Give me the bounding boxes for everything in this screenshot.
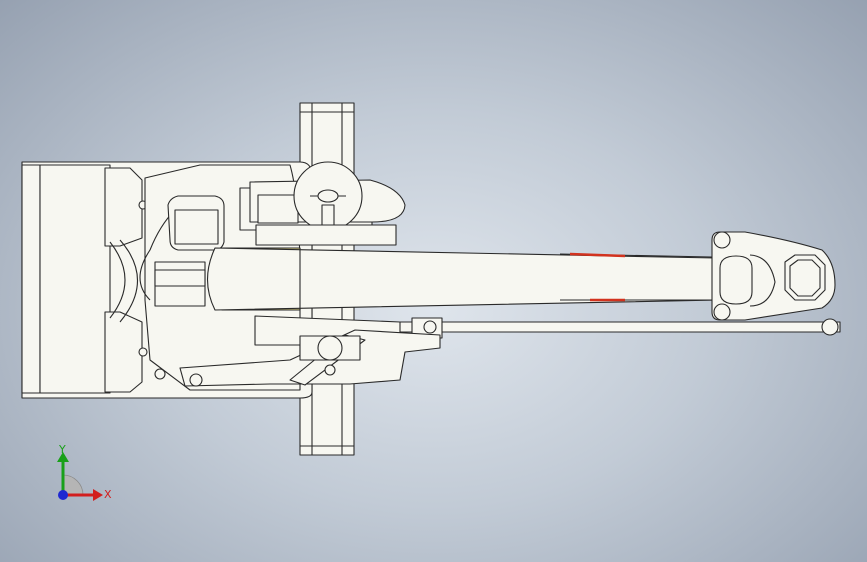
wrist-assembly bbox=[711, 231, 836, 321]
upper-arm bbox=[207, 247, 721, 311]
upper-joint bbox=[239, 161, 406, 246]
z-axis-dot bbox=[58, 490, 68, 500]
y-axis-arrowhead bbox=[57, 452, 69, 462]
x-axis-arrowhead bbox=[93, 489, 103, 501]
coordinate-triad bbox=[57, 452, 103, 501]
lower-joint bbox=[179, 315, 441, 387]
x-axis-label: X bbox=[104, 488, 112, 501]
lower-link bbox=[379, 317, 841, 339]
y-axis-label: Y bbox=[59, 443, 66, 456]
